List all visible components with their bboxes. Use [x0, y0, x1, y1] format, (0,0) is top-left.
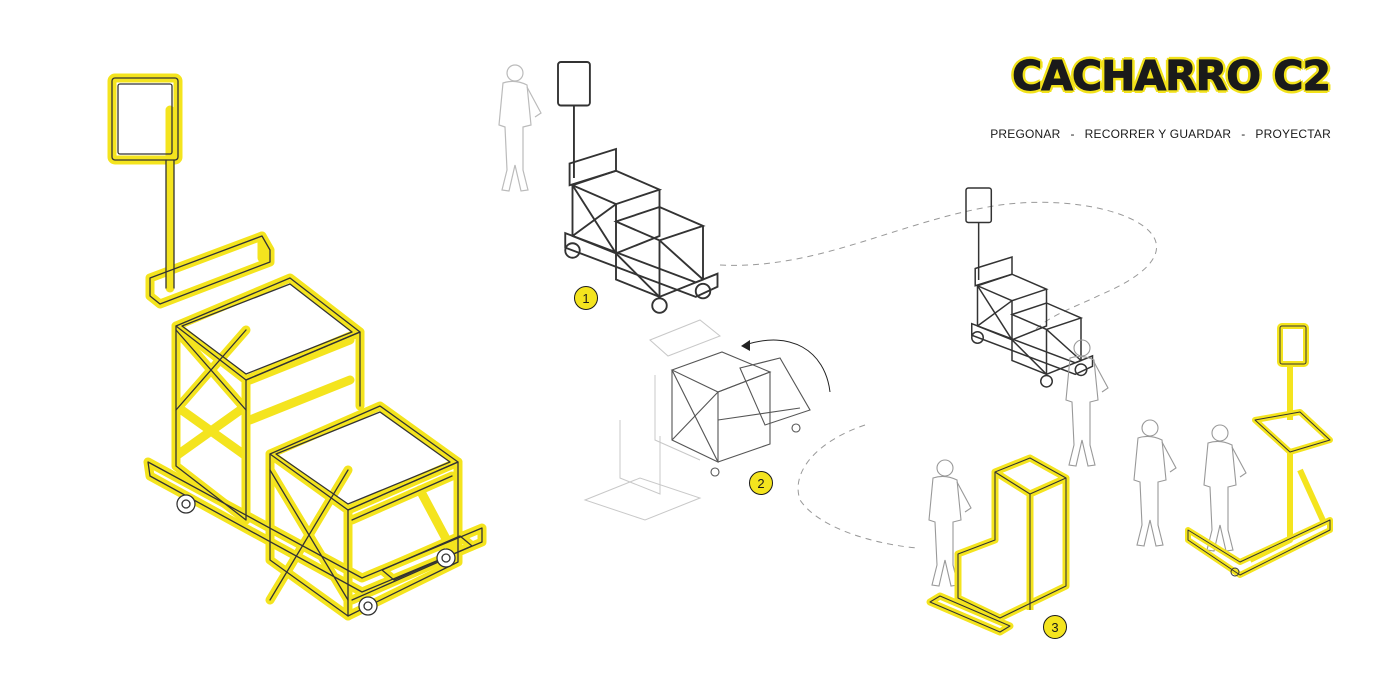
- main-cart-drawing: [107, 73, 487, 621]
- mode-label-proyectar: PROYECTAR: [1255, 127, 1331, 141]
- route-line-1: [719, 201, 1158, 331]
- mode-label-recorrer: RECORRER Y GUARDAR: [1084, 127, 1232, 141]
- step-2-scene: [583, 319, 721, 521]
- step-2-cart: [670, 351, 811, 477]
- rotation-arrow: [744, 339, 831, 393]
- mode-label-pregonar: PREGONAR: [990, 127, 1061, 141]
- page-title: CACHARRO C2: [1012, 52, 1332, 101]
- mode-list: PREGONAR - RECORRER Y GUARDAR - PROYECTA…: [990, 127, 1331, 141]
- route-line-2: [797, 424, 919, 549]
- step-1-cart: [557, 61, 719, 314]
- mode-separator: -: [1070, 127, 1075, 141]
- step-3-yellow-chair-cart: [1185, 323, 1333, 578]
- arrow-head-icon: [741, 340, 750, 351]
- step-badge-2: 2: [749, 471, 773, 495]
- step-badge-1: 1: [574, 286, 598, 310]
- step-3-cart: [926, 454, 1070, 636]
- step-1-scene: [498, 64, 542, 192]
- step-badge-3: 3: [1043, 615, 1067, 639]
- mode-separator: -: [1241, 127, 1246, 141]
